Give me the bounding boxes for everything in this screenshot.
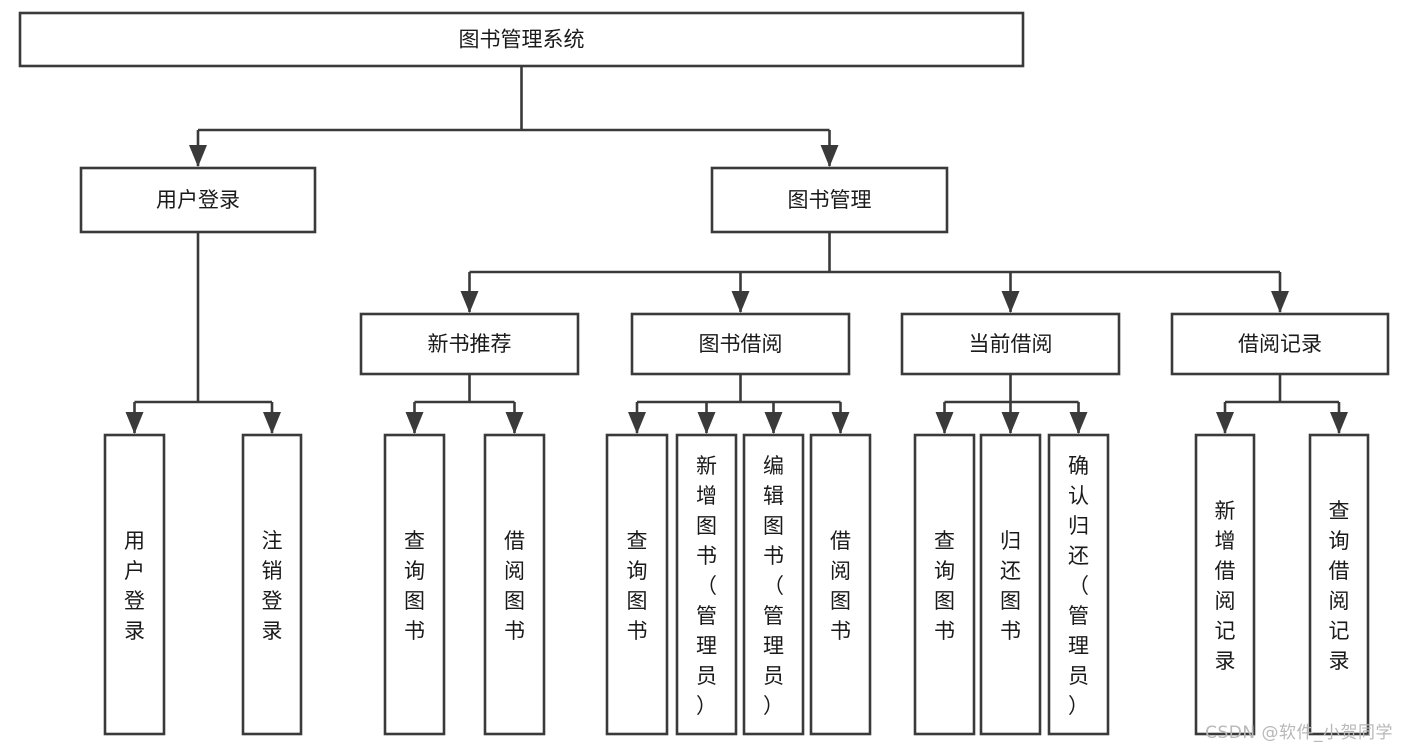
node-root-1[interactable]: 图书管理系统: [18, 11, 1025, 68]
csdn-watermark: CSDN @软件_小贺同学: [1205, 723, 1393, 743]
node-leaf-7[interactable]: 编辑图书（管理员）: [742, 433, 805, 736]
node-box: [359, 312, 580, 376]
arrow-head-icon: [263, 412, 281, 434]
node-box: [241, 433, 303, 736]
node-box: [483, 433, 546, 736]
node-level2-1[interactable]: 用户登录: [79, 166, 317, 234]
node-leaf-12[interactable]: 新增借阅记录: [1194, 433, 1256, 736]
node-leaf-1[interactable]: 用户登录: [103, 433, 166, 736]
node-leaf-4[interactable]: 借阅图书: [483, 433, 546, 736]
node-box: [913, 433, 976, 736]
node-label: 确认归还（管理员）: [1068, 454, 1089, 718]
node-label: 图书管理系统: [459, 28, 585, 52]
node-leaf-3[interactable]: 查询图书: [383, 433, 446, 736]
node-leaf-2[interactable]: 注销登录: [241, 433, 303, 736]
node-label: 图书管理: [788, 188, 872, 212]
arrow-head-icon: [628, 412, 646, 434]
node-level3-3[interactable]: 当前借阅: [900, 312, 1121, 376]
arrow-head-icon: [1216, 412, 1234, 434]
arrow-head-icon: [125, 412, 144, 434]
arrow-head-icon: [1001, 291, 1020, 313]
arrow-head-icon: [1271, 291, 1289, 313]
node-box: [1194, 433, 1256, 736]
node-label: 图书借阅: [699, 332, 783, 356]
node-box: [79, 166, 317, 234]
node-leaf-8[interactable]: 借阅图书: [809, 433, 872, 736]
node-box: [809, 433, 872, 736]
node-level2-2[interactable]: 图书管理: [710, 166, 949, 234]
node-level3-1[interactable]: 新书推荐: [359, 312, 580, 376]
node-label: 查询借阅记录: [1329, 499, 1350, 673]
node-label: 新增借阅记录: [1215, 499, 1236, 673]
node-leaf-9[interactable]: 查询图书: [913, 433, 976, 736]
arrow-head-icon: [935, 412, 954, 434]
node-level3-2[interactable]: 图书借阅: [630, 312, 851, 376]
arrow-head-icon: [1001, 412, 1020, 434]
node-box: [900, 312, 1121, 376]
node-label: 新增图书（管理员）: [696, 454, 717, 718]
node-box: [742, 433, 805, 736]
arrow-head-icon: [460, 291, 479, 313]
node-label: 查询图书: [627, 529, 648, 643]
node-label: 用户登录: [124, 529, 145, 643]
node-label: 用户登录: [156, 188, 240, 212]
node-leaf-13[interactable]: 查询借阅记录: [1308, 433, 1370, 736]
arrow-head-icon: [189, 145, 207, 167]
node-box: [18, 11, 1025, 68]
node-label: 编辑图书（管理员）: [763, 454, 784, 718]
node-label: 借阅记录: [1238, 332, 1322, 356]
node-leaf-5[interactable]: 查询图书: [605, 433, 669, 736]
node-box: [630, 312, 851, 376]
node-layer: 图书管理系统用户登录图书管理新书推荐图书借阅当前借阅借阅记录用户登录注销登录查询…: [18, 11, 1390, 736]
arrow-head-icon: [831, 412, 850, 434]
arrow-head-icon: [1330, 412, 1348, 434]
node-box: [1047, 433, 1110, 736]
node-level3-4[interactable]: 借阅记录: [1170, 312, 1390, 376]
node-label: 查询图书: [404, 529, 425, 643]
arrow-head-icon: [1069, 412, 1088, 434]
node-label: 注销登录: [262, 529, 283, 643]
node-leaf-11[interactable]: 确认归还（管理员）: [1047, 433, 1110, 736]
arrow-head-icon: [820, 145, 839, 167]
arrow-head-icon: [764, 412, 783, 434]
node-box: [103, 433, 166, 736]
node-leaf-10[interactable]: 归还图书: [979, 433, 1042, 736]
arrow-head-icon: [405, 412, 424, 434]
node-box: [383, 433, 446, 736]
node-label: 归还图书: [1000, 529, 1021, 643]
node-label: 新书推荐: [428, 332, 512, 356]
node-box: [1308, 433, 1370, 736]
node-box: [979, 433, 1042, 736]
node-leaf-6[interactable]: 新增图书（管理员）: [675, 433, 738, 736]
node-label: 当前借阅: [969, 332, 1053, 356]
node-box: [1170, 312, 1390, 376]
node-label: 查询图书: [934, 529, 955, 643]
arrow-head-icon: [697, 412, 716, 434]
node-label: 借阅图书: [830, 529, 851, 643]
node-label: 借阅图书: [504, 529, 525, 643]
node-box: [710, 166, 949, 234]
node-box: [675, 433, 738, 736]
node-box: [605, 433, 669, 736]
connector-layer: [125, 66, 1348, 434]
arrow-head-icon: [505, 412, 524, 434]
arrow-head-icon: [731, 291, 750, 313]
